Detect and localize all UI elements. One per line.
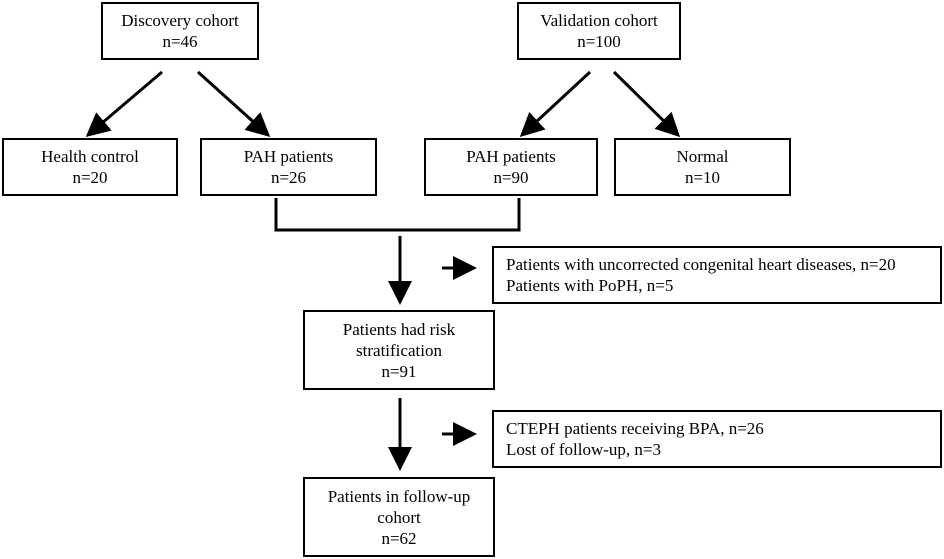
exclusion-1-line-2: Patients with PoPH, n=5 [506, 276, 674, 295]
arrow-validation-to-normal [612, 70, 681, 138]
validation-cohort-count: n=100 [577, 32, 621, 51]
arrow-discovery-to-health-control [85, 70, 163, 137]
risk-stratification-box: Patients had risk stratification n=91 [303, 310, 495, 390]
pah-discovery-box: PAH patients n=26 [200, 138, 377, 196]
health-control-box: Health control n=20 [2, 138, 178, 196]
pah-validation-title: PAH patients [466, 147, 556, 166]
arrow-discovery-to-pah-patients [196, 70, 271, 138]
exclusion-box-1: Patients with uncorrected congenital hea… [492, 246, 942, 304]
discovery-cohort-box: Discovery cohort n=46 [101, 2, 259, 60]
follow-up-cohort-box: Patients in follow-up cohort n=62 [303, 477, 495, 557]
pah-discovery-count: n=26 [270, 168, 307, 187]
discovery-cohort-title: Discovery cohort [121, 11, 239, 30]
exclusion-2-line-1: CTEPH patients receiving BPA, n=26 [506, 419, 764, 438]
follow-up-line-1: Patients in follow-up [327, 486, 471, 506]
pah-validation-count: n=90 [493, 168, 529, 187]
validation-cohort-box: Validation cohort n=100 [517, 2, 681, 60]
pah-validation-box: PAH patients n=90 [424, 138, 598, 196]
merge-bracket [274, 198, 521, 232]
discovery-cohort-count: n=46 [162, 32, 198, 51]
follow-up-count: n=62 [381, 528, 417, 548]
risk-stratification-line-2: stratification [356, 340, 442, 360]
risk-stratification-count: n=91 [381, 361, 417, 381]
risk-stratification-line-1: Patients had risk [342, 319, 456, 339]
arrow-validation-to-pah-patients [519, 70, 592, 138]
normal-title: Normal [676, 147, 729, 166]
health-control-title: Health control [41, 147, 139, 166]
normal-box: Normal n=10 [614, 138, 791, 196]
exclusion-1-line-1: Patients with uncorrected congenital hea… [506, 255, 896, 274]
validation-cohort-title: Validation cohort [540, 11, 658, 30]
follow-up-line-2: cohort [377, 507, 421, 527]
exclusion-box-2: CTEPH patients receiving BPA, n=26 Lost … [492, 410, 942, 468]
health-control-count: n=20 [72, 168, 108, 187]
pah-discovery-title: PAH patients [243, 147, 334, 166]
normal-count: n=10 [684, 168, 721, 187]
exclusion-2-line-2: Lost of follow-up, n=3 [506, 440, 662, 459]
